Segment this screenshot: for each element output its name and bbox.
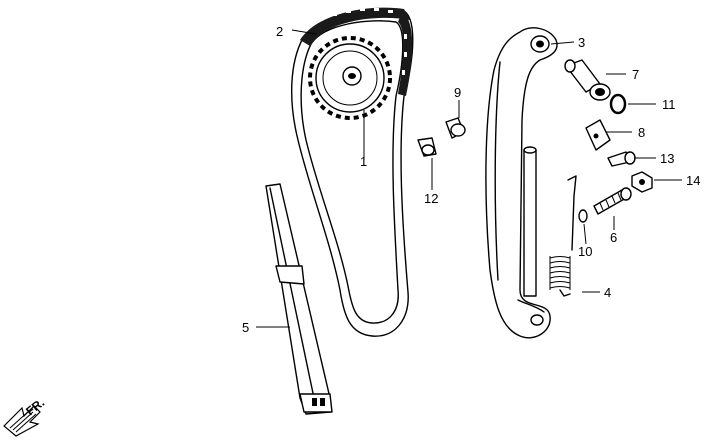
adjust-bolt bbox=[593, 187, 632, 215]
cam-sprocket bbox=[308, 36, 392, 120]
callout-3: 3 bbox=[578, 35, 585, 50]
tensioner-arm bbox=[485, 27, 558, 339]
tensioner-spring bbox=[549, 175, 577, 297]
callout-9: 9 bbox=[454, 85, 461, 100]
o-ring bbox=[609, 93, 627, 115]
leader-lines bbox=[256, 29, 682, 328]
cam-chain-guide bbox=[265, 183, 333, 415]
callout-13: 13 bbox=[660, 151, 674, 166]
tensioner-lifter bbox=[564, 59, 611, 101]
callout-12: 12 bbox=[424, 191, 438, 206]
callout-1: 1 bbox=[360, 154, 367, 169]
bolt-9 bbox=[445, 117, 466, 139]
callout-4: 4 bbox=[604, 285, 611, 300]
cam-chain bbox=[291, 7, 414, 337]
bolt-12 bbox=[417, 137, 437, 157]
callout-5: 5 bbox=[242, 320, 249, 335]
washer-10 bbox=[578, 209, 588, 223]
nut-14 bbox=[631, 171, 653, 193]
callout-7: 7 bbox=[632, 67, 639, 82]
callout-6: 6 bbox=[610, 230, 617, 245]
callout-10: 10 bbox=[578, 244, 592, 259]
bolt-13 bbox=[607, 151, 636, 167]
front-arrow-icon bbox=[3, 405, 41, 437]
tensioner-rod bbox=[523, 146, 537, 297]
stopper-plate bbox=[585, 119, 611, 151]
callout-11: 11 bbox=[662, 97, 676, 112]
front-direction-marker: FR. bbox=[3, 395, 47, 437]
callout-2: 2 bbox=[276, 24, 283, 39]
callout-14: 14 bbox=[686, 173, 700, 188]
callout-8: 8 bbox=[638, 125, 645, 140]
